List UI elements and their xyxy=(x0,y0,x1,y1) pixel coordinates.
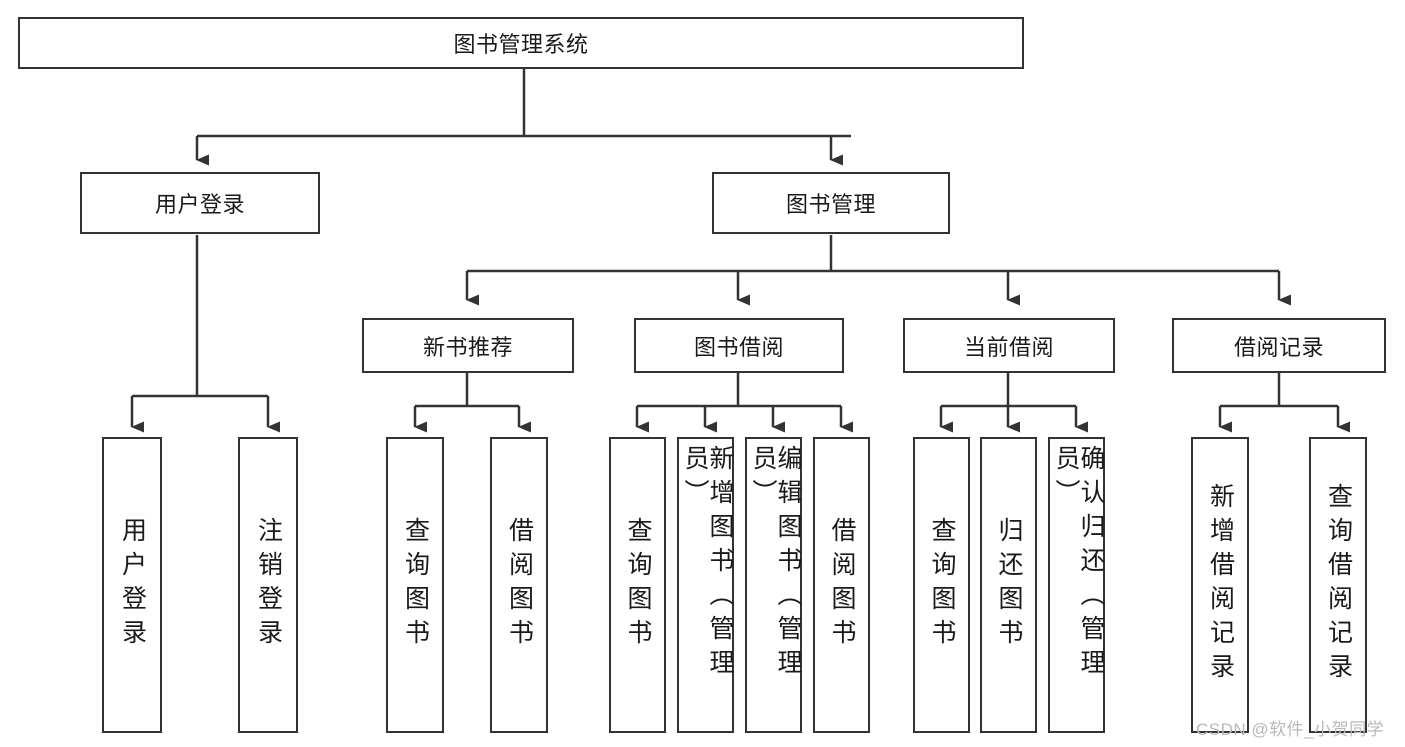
csdn-watermark: CSDN @软件_小贺同学 xyxy=(1196,720,1385,739)
node-label: 查询借阅记录 xyxy=(1324,483,1353,687)
node-label: 查询图书 xyxy=(928,517,956,653)
node-label: 确认归还（管理员） xyxy=(1052,445,1105,683)
node-book-management-system[interactable]: 图书管理系统 xyxy=(18,17,1024,69)
node-label: 图书管理 xyxy=(785,192,876,217)
node-borrow-record[interactable]: 借阅记录 xyxy=(1172,318,1386,373)
node-leaf-query-book-3[interactable]: 查询图书 xyxy=(913,437,970,733)
node-label: 新书推荐 xyxy=(422,334,513,360)
node-label: 用户登录 xyxy=(154,192,245,217)
node-leaf-query-borrow-record[interactable]: 查询借阅记录 xyxy=(1309,437,1367,733)
node-leaf-borrow-book-1[interactable]: 借阅图书 xyxy=(490,437,548,733)
node-leaf-user-login[interactable]: 用户登录 xyxy=(102,437,162,733)
node-label: 编辑图书（管理员） xyxy=(749,445,802,683)
node-label: 查询图书 xyxy=(401,517,430,653)
node-book-borrow[interactable]: 图书借阅 xyxy=(634,318,844,373)
node-label: 当前借阅 xyxy=(963,334,1054,360)
node-leaf-query-book-2[interactable]: 查询图书 xyxy=(609,437,666,733)
node-label: 借阅图书 xyxy=(505,517,534,653)
node-label: 查询图书 xyxy=(624,517,652,653)
node-leaf-edit-book-admin[interactable]: 编辑图书（管理员） xyxy=(745,437,802,733)
node-label: 借阅图书 xyxy=(828,517,856,653)
node-user-login[interactable]: 用户登录 xyxy=(80,172,320,234)
node-leaf-logout-login[interactable]: 注销登录 xyxy=(238,437,298,733)
node-label: 注销登录 xyxy=(254,517,283,653)
node-leaf-query-book-1[interactable]: 查询图书 xyxy=(386,437,444,733)
node-leaf-add-book-admin[interactable]: 新增图书（管理员） xyxy=(677,437,734,733)
node-new-book-recommend[interactable]: 新书推荐 xyxy=(362,318,574,373)
node-label: 新增图书（管理员） xyxy=(681,445,734,683)
node-current-borrow[interactable]: 当前借阅 xyxy=(903,318,1115,373)
node-label: 用户登录 xyxy=(118,517,147,653)
node-leaf-confirm-return-admin[interactable]: 确认归还（管理员） xyxy=(1048,437,1105,733)
node-label: 借阅记录 xyxy=(1233,334,1324,360)
node-label: 新增借阅记录 xyxy=(1206,483,1235,687)
node-book-manage[interactable]: 图书管理 xyxy=(712,172,950,234)
node-label: 归还图书 xyxy=(995,517,1023,653)
node-leaf-return-book[interactable]: 归还图书 xyxy=(980,437,1037,733)
node-label: 图书借阅 xyxy=(693,334,784,360)
node-label: 图书管理系统 xyxy=(453,32,589,57)
node-leaf-add-borrow-record[interactable]: 新增借阅记录 xyxy=(1191,437,1249,733)
node-leaf-borrow-book-2[interactable]: 借阅图书 xyxy=(813,437,870,733)
